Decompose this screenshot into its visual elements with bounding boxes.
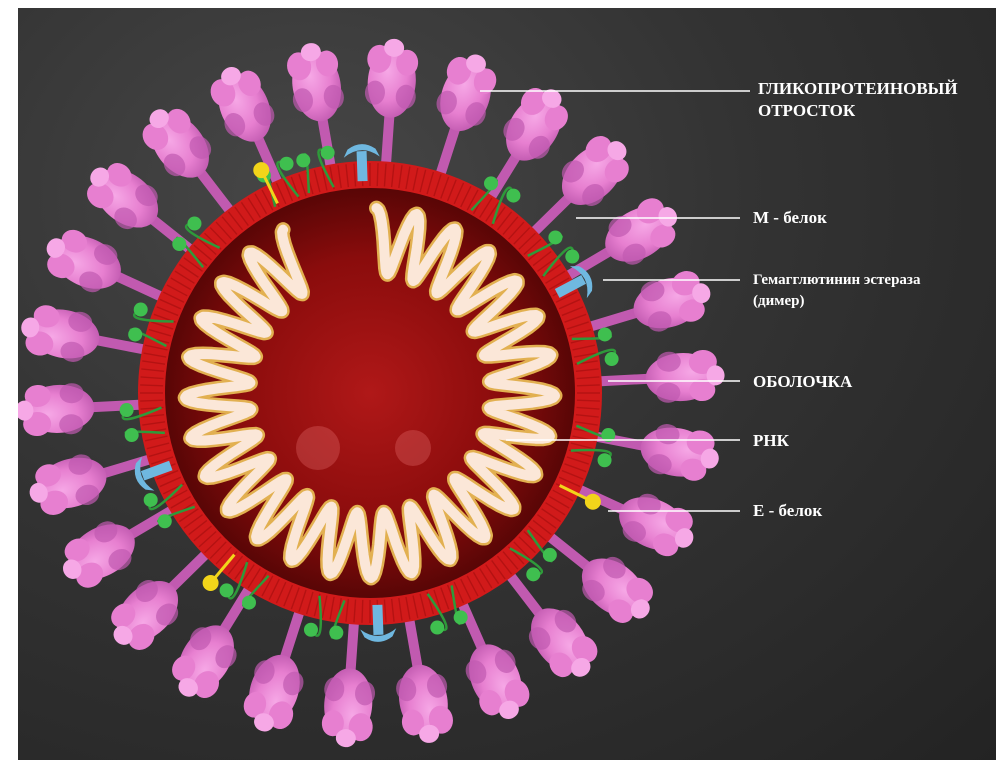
label-he-line2: (димер) [753, 293, 804, 309]
spike-glycoprotein-icon [439, 591, 537, 728]
label-envelope: ОБОЛОЧКА [753, 372, 853, 391]
spike-glycoprotein-icon [567, 465, 704, 565]
label-e-protein: Е - белок [753, 501, 822, 520]
spike-glycoprotein-icon [204, 58, 302, 195]
label-rna: РНК [753, 431, 790, 450]
label-m-protein: М - белок [753, 208, 827, 227]
spike-glycoprotein-icon [384, 613, 456, 747]
label-spike-line1: ГЛИКОПРОТЕИНОВЫЙ [758, 79, 958, 98]
label-spike-line2: ОТРОСТОК [758, 101, 856, 120]
spike-glycoprotein-icon [415, 47, 502, 184]
spike-glycoprotein-icon [589, 411, 723, 485]
spike-glycoprotein-icon [37, 222, 174, 322]
coronavirus-diagram: ГЛИКОПРОТЕИНОВЫЙ ОТРОСТОК М - белок Гема… [18, 8, 996, 760]
label-he-line1: Гемагглютинин эстераза [753, 272, 921, 288]
diagram-panel: ГЛИКОПРОТЕИНОВЫЙ ОТРОСТОК М - белок Гема… [18, 8, 996, 760]
